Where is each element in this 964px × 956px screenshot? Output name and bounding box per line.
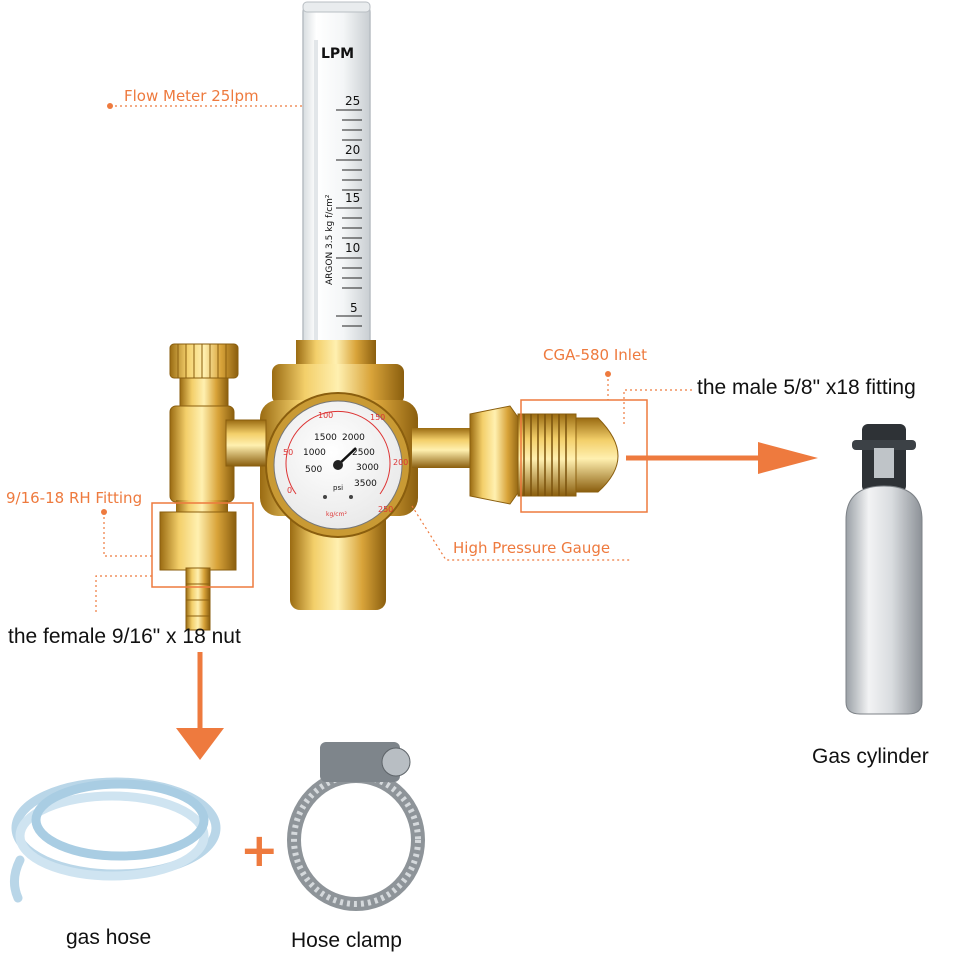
gauge-outer-50: 50 bbox=[283, 448, 293, 457]
label-female-nut: the female 9/16" x 18 nut bbox=[8, 625, 241, 648]
gauge-zero: 0 bbox=[287, 486, 292, 495]
gauge-outer-250: 250 bbox=[378, 505, 393, 514]
gauge-3000: 3000 bbox=[356, 463, 379, 473]
pressure-gauge: 0 50 100 150 200 250 500 1000 1500 2000 … bbox=[265, 392, 411, 538]
flowmeter-unit: LPM bbox=[321, 46, 354, 62]
arrow-to-cylinder bbox=[626, 442, 818, 474]
cga-inlet-fitting bbox=[469, 399, 648, 513]
label-male-fitting: the male 5/8" x18 fitting bbox=[697, 376, 916, 399]
scale-10: 10 bbox=[345, 241, 360, 255]
gauge-psi: psi bbox=[333, 484, 343, 492]
label-rh-fitting: 9/16-18 RH Fitting bbox=[6, 489, 142, 507]
scale-15: 15 bbox=[345, 191, 360, 205]
gauge-kgcm2: kg/cm² bbox=[326, 511, 347, 518]
gauge-outer-200: 200 bbox=[393, 458, 408, 467]
flowmeter-side-text: ARGON 3.5 kg f/cm² bbox=[325, 194, 335, 285]
arrow-to-hose bbox=[176, 652, 224, 760]
label-gas-hose: gas hose bbox=[66, 926, 151, 949]
plus-sign: + bbox=[240, 823, 279, 877]
flowmeter: LPM 25 20 15 10 5 ARGON 3.5 kg f/c bbox=[296, 1, 376, 364]
hose-clamp-image bbox=[287, 742, 425, 911]
gauge-500: 500 bbox=[305, 465, 322, 475]
label-flow-meter: Flow Meter 25lpm bbox=[124, 87, 259, 105]
label-cga-inlet: CGA-580 Inlet bbox=[543, 346, 647, 364]
gauge-2500: 2500 bbox=[352, 448, 375, 458]
gauge-outer-150: 150 bbox=[370, 413, 385, 422]
label-gas-cylinder: Gas cylinder bbox=[812, 745, 929, 768]
gas-cylinder-image bbox=[845, 424, 923, 715]
label-high-pressure-gauge: High Pressure Gauge bbox=[453, 539, 610, 557]
scale-5: 5 bbox=[350, 301, 358, 315]
outlet-fitting bbox=[151, 343, 267, 631]
gas-hose-image bbox=[10, 777, 221, 903]
gauge-1500: 1500 bbox=[314, 433, 337, 443]
scale-25: 25 bbox=[345, 94, 360, 108]
scale-20: 20 bbox=[345, 143, 360, 157]
label-hose-clamp: Hose clamp bbox=[291, 929, 402, 952]
gauge-2000: 2000 bbox=[342, 433, 365, 443]
gauge-outer-100: 100 bbox=[318, 411, 333, 420]
gauge-1000: 1000 bbox=[303, 448, 326, 458]
gauge-3500: 3500 bbox=[354, 479, 377, 489]
leader-lines bbox=[95, 105, 695, 612]
